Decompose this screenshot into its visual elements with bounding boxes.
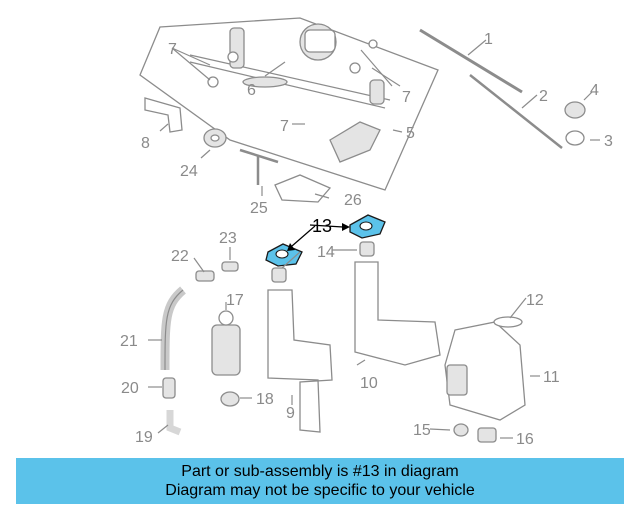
callout-8: 8: [141, 135, 150, 152]
callout-18: 18: [256, 391, 274, 408]
connector-23: [221, 261, 239, 272]
highlighted-part-13-right: [349, 214, 386, 239]
parts-diagram: 1 2 3 4 5 6 7 7 7 8 9 10 11 12 13 14 15 …: [120, 17, 613, 448]
callout-7a: 7: [168, 41, 177, 58]
callout-3: 3: [604, 133, 613, 150]
callout-14: 14: [317, 244, 335, 261]
washer-tank: [444, 321, 526, 421]
callout-7c: 7: [280, 118, 289, 135]
callout-labels: 1 2 3 4 5 6 7 7 7 8 9 10 11 12 13 14 15 …: [120, 31, 613, 448]
tank-seal: [493, 316, 523, 328]
washer-reservoir-right: [354, 261, 441, 366]
grommet: [203, 128, 227, 148]
banner-line-2: Diagram may not be specific to your vehi…: [165, 482, 475, 499]
callout-21: 21: [120, 333, 138, 350]
info-banner: Part or sub-assembly is #13 in diagram D…: [16, 458, 624, 504]
hose-connector-20: [162, 377, 176, 399]
bracket: [144, 97, 183, 133]
filler-hose: [160, 286, 187, 371]
pump-grommet: [220, 391, 240, 407]
washer-grommet: [453, 423, 469, 437]
callout-7b: 7: [402, 89, 411, 106]
callout-25: 25: [250, 200, 268, 217]
callout-11: 11: [543, 369, 560, 386]
leader-lines: [148, 39, 600, 439]
washer-nozzle: [274, 174, 332, 203]
callout-22: 22: [171, 248, 189, 265]
wiper-cap: [564, 101, 586, 146]
callout-16: 16: [516, 431, 534, 448]
callout-1: 1: [484, 31, 493, 48]
hose-elbow: [166, 410, 182, 436]
check-valve: [195, 270, 215, 282]
callout-12: 12: [526, 292, 544, 309]
callout-26: 26: [344, 192, 362, 209]
callout-15: 15: [413, 422, 431, 439]
callout-20: 20: [121, 380, 139, 397]
washer-reservoir-left: [267, 289, 333, 433]
washer-pump: [211, 310, 241, 376]
callout-13-highlighted: 13: [312, 216, 332, 236]
callout-10: 10: [360, 375, 378, 392]
hose-connector: [239, 148, 279, 185]
wiper-linkage-assembly: [139, 17, 439, 191]
reservoir-cap: [271, 241, 375, 283]
level-sensor: [477, 427, 497, 443]
banner-line-1: Part or sub-assembly is #13 in diagram: [181, 463, 459, 480]
callout-4: 4: [590, 82, 599, 99]
callout-23: 23: [219, 230, 237, 247]
callout-19: 19: [135, 429, 153, 446]
callout-9: 9: [286, 405, 295, 422]
callout-24: 24: [180, 163, 198, 180]
callout-2: 2: [539, 88, 548, 105]
wiper-blade: [419, 28, 563, 149]
callout-5: 5: [406, 125, 415, 142]
callout-6: 6: [247, 82, 256, 99]
callout-17: 17: [226, 292, 244, 309]
